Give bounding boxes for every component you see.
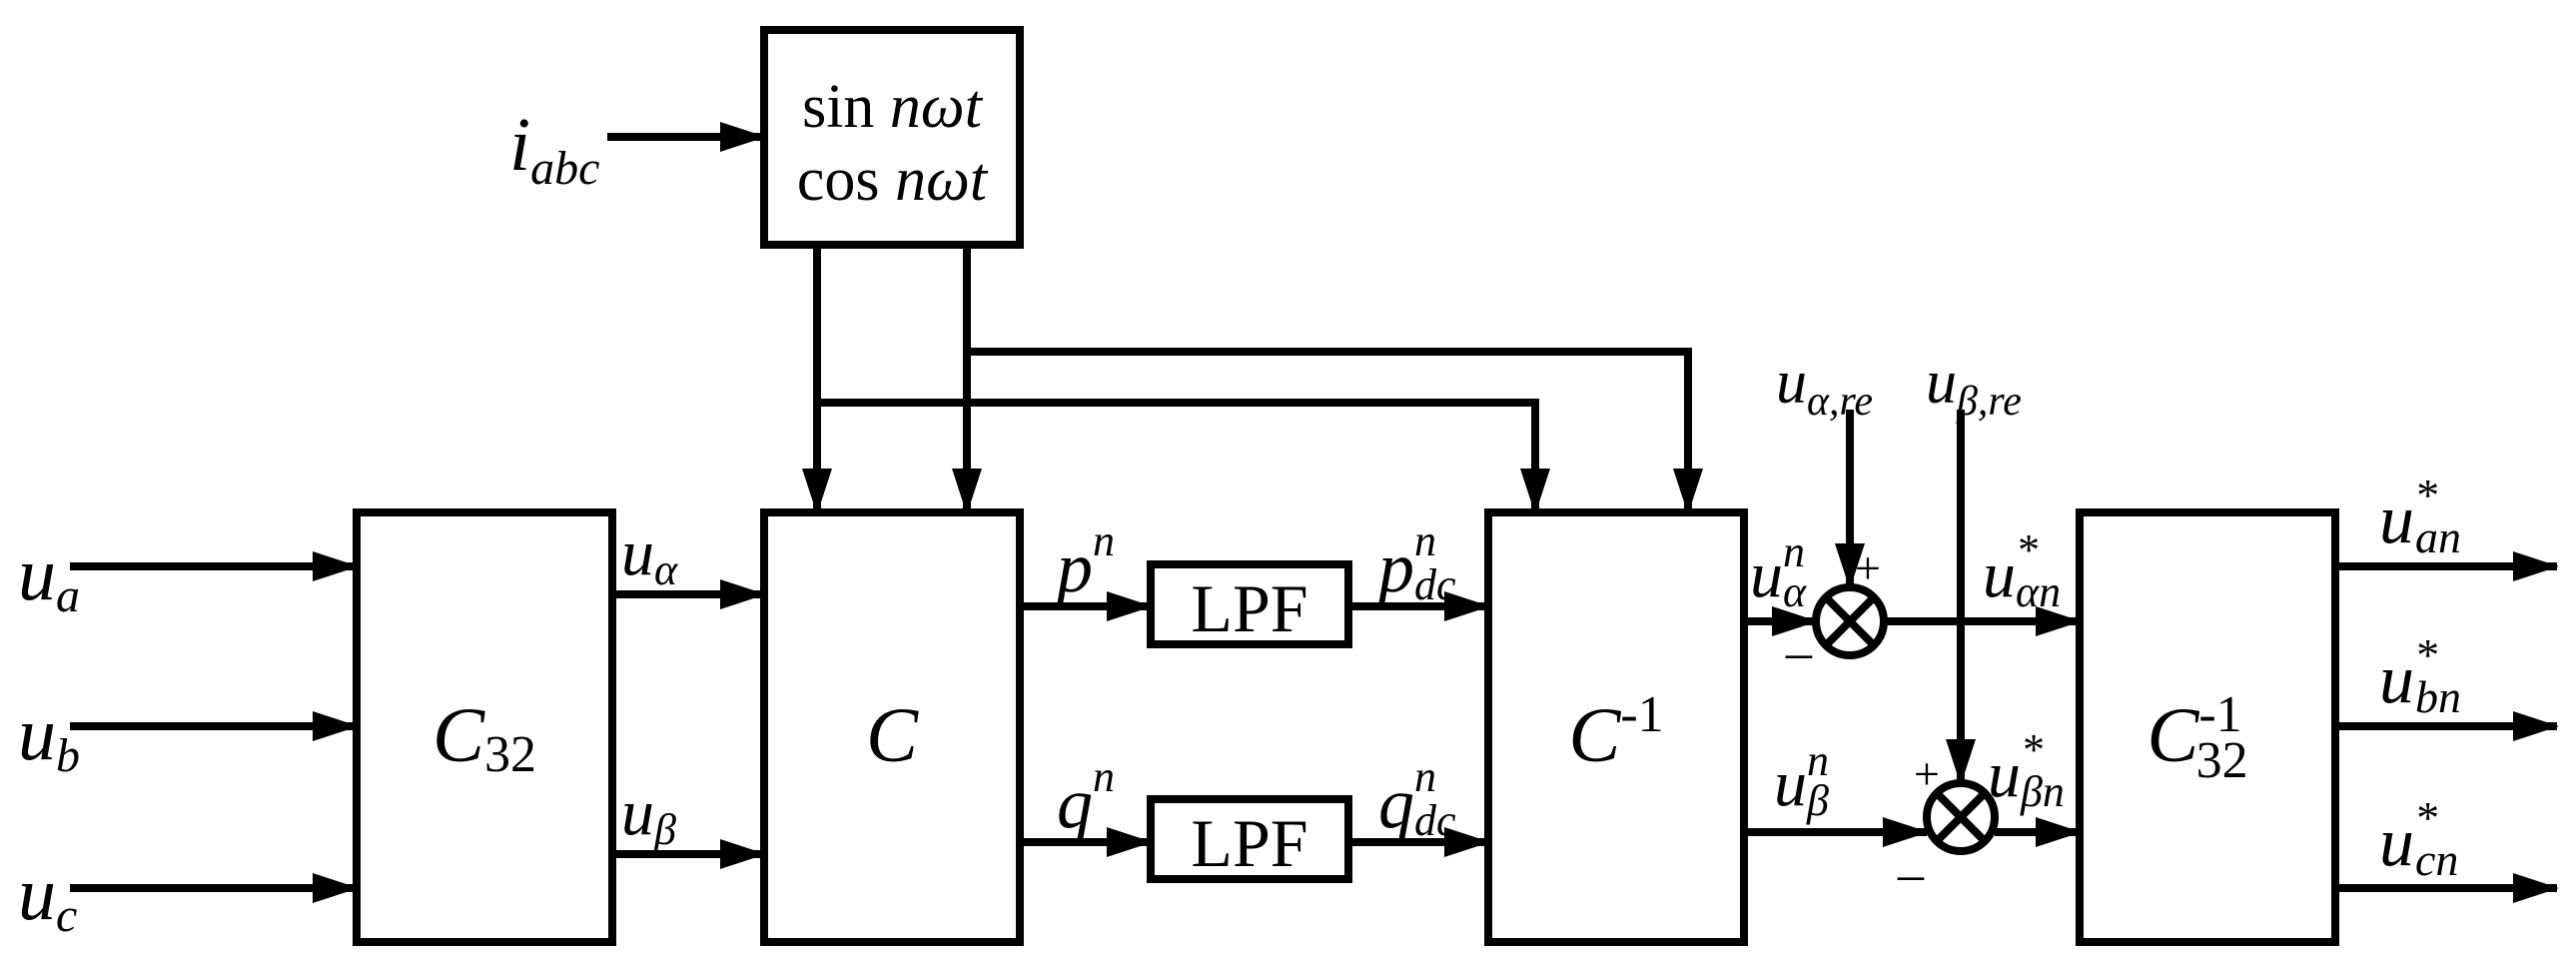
label-ub: ub: [18, 692, 80, 782]
label-uan-star: u*an: [2379, 470, 2461, 562]
label-ubeta-n-star: u*βn: [1988, 725, 2065, 816]
label-qn: qn: [1057, 752, 1115, 843]
label-ua: ua: [18, 532, 80, 622]
wire-trig-to-cinv-2: [967, 348, 1703, 514]
c-label: C: [866, 691, 919, 778]
label-iabc: iabc: [509, 103, 599, 195]
sign-plus-alpha: +: [1855, 542, 1881, 593]
sign-minus-beta: –: [1897, 846, 1925, 903]
trig-line2: cos nωt: [797, 146, 989, 214]
label-ualpha-re: uα,re: [1776, 349, 1873, 425]
label-ubn-star: u*bn: [2379, 629, 2461, 722]
lpf-p-label: LPF: [1191, 570, 1307, 646]
cinv-label: C-1: [1568, 686, 1663, 778]
label-ubeta-re: uβ,re: [1926, 349, 2022, 425]
c-block: [760, 508, 1024, 946]
label-ubeta: uβ: [621, 776, 676, 854]
label-uc: uc: [18, 852, 77, 942]
label-ualpha-n-star: u*αn: [1983, 525, 2061, 616]
label-ucn-star: u*cn: [2379, 792, 2458, 885]
sum-junction-alpha: [1812, 583, 1888, 659]
lpf-q-label: LPF: [1191, 805, 1307, 881]
c32-label: C32: [432, 691, 536, 783]
label-ualpha: uα: [621, 516, 678, 594]
trig-line1: sin nωt: [802, 73, 984, 141]
cinv-block: [1484, 508, 1748, 946]
label-pn: pn: [1052, 516, 1115, 607]
sign-minus-alpha: –: [1785, 624, 1813, 681]
sign-plus-beta: +: [1914, 748, 1940, 799]
wire-trig-to-cinv-1: [817, 399, 1550, 514]
